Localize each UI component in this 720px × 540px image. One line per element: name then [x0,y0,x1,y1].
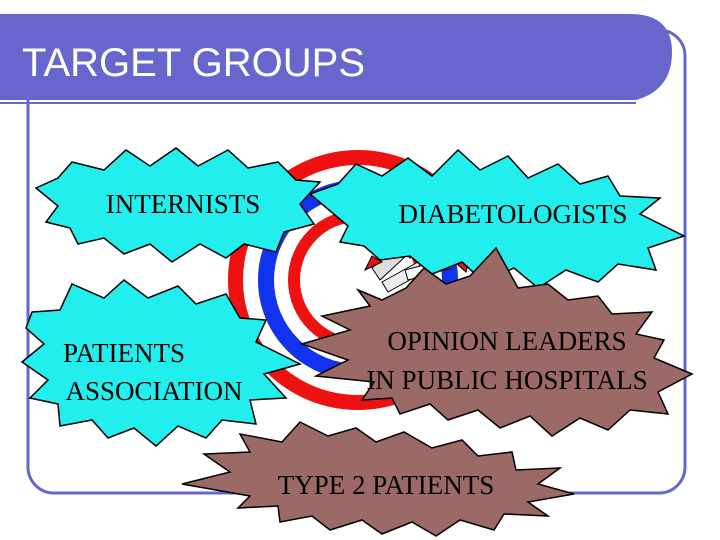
burst-type2-patients: TYPE 2 PATIENTS [181,421,575,537]
burst-opinion-leaders: OPINION LEADERS IN PUBLIC HOSPITALS [299,246,694,437]
burst-patients-association: PATIENTS ASSOCIATION [20,279,303,447]
title-bar [0,14,672,100]
burst-diabetologists: DIABETOLOGISTS [308,148,686,289]
label-opinion-leaders-line1: OPINION LEADERS [387,326,626,356]
burst-internists: INTERNISTS [34,147,322,263]
label-internists: INTERNISTS [106,189,261,219]
label-patients-association-line2: ASSOCIATION [65,376,242,406]
label-opinion-leaders-line2: IN PUBLIC HOSPITALS [366,365,647,395]
label-type2-patients: TYPE 2 PATIENTS [278,470,495,500]
slide-title: TARGET GROUPS [22,41,365,85]
label-patients-association-line1: PATIENTS [63,338,185,368]
label-diabetologists: DIABETOLOGISTS [399,199,628,229]
